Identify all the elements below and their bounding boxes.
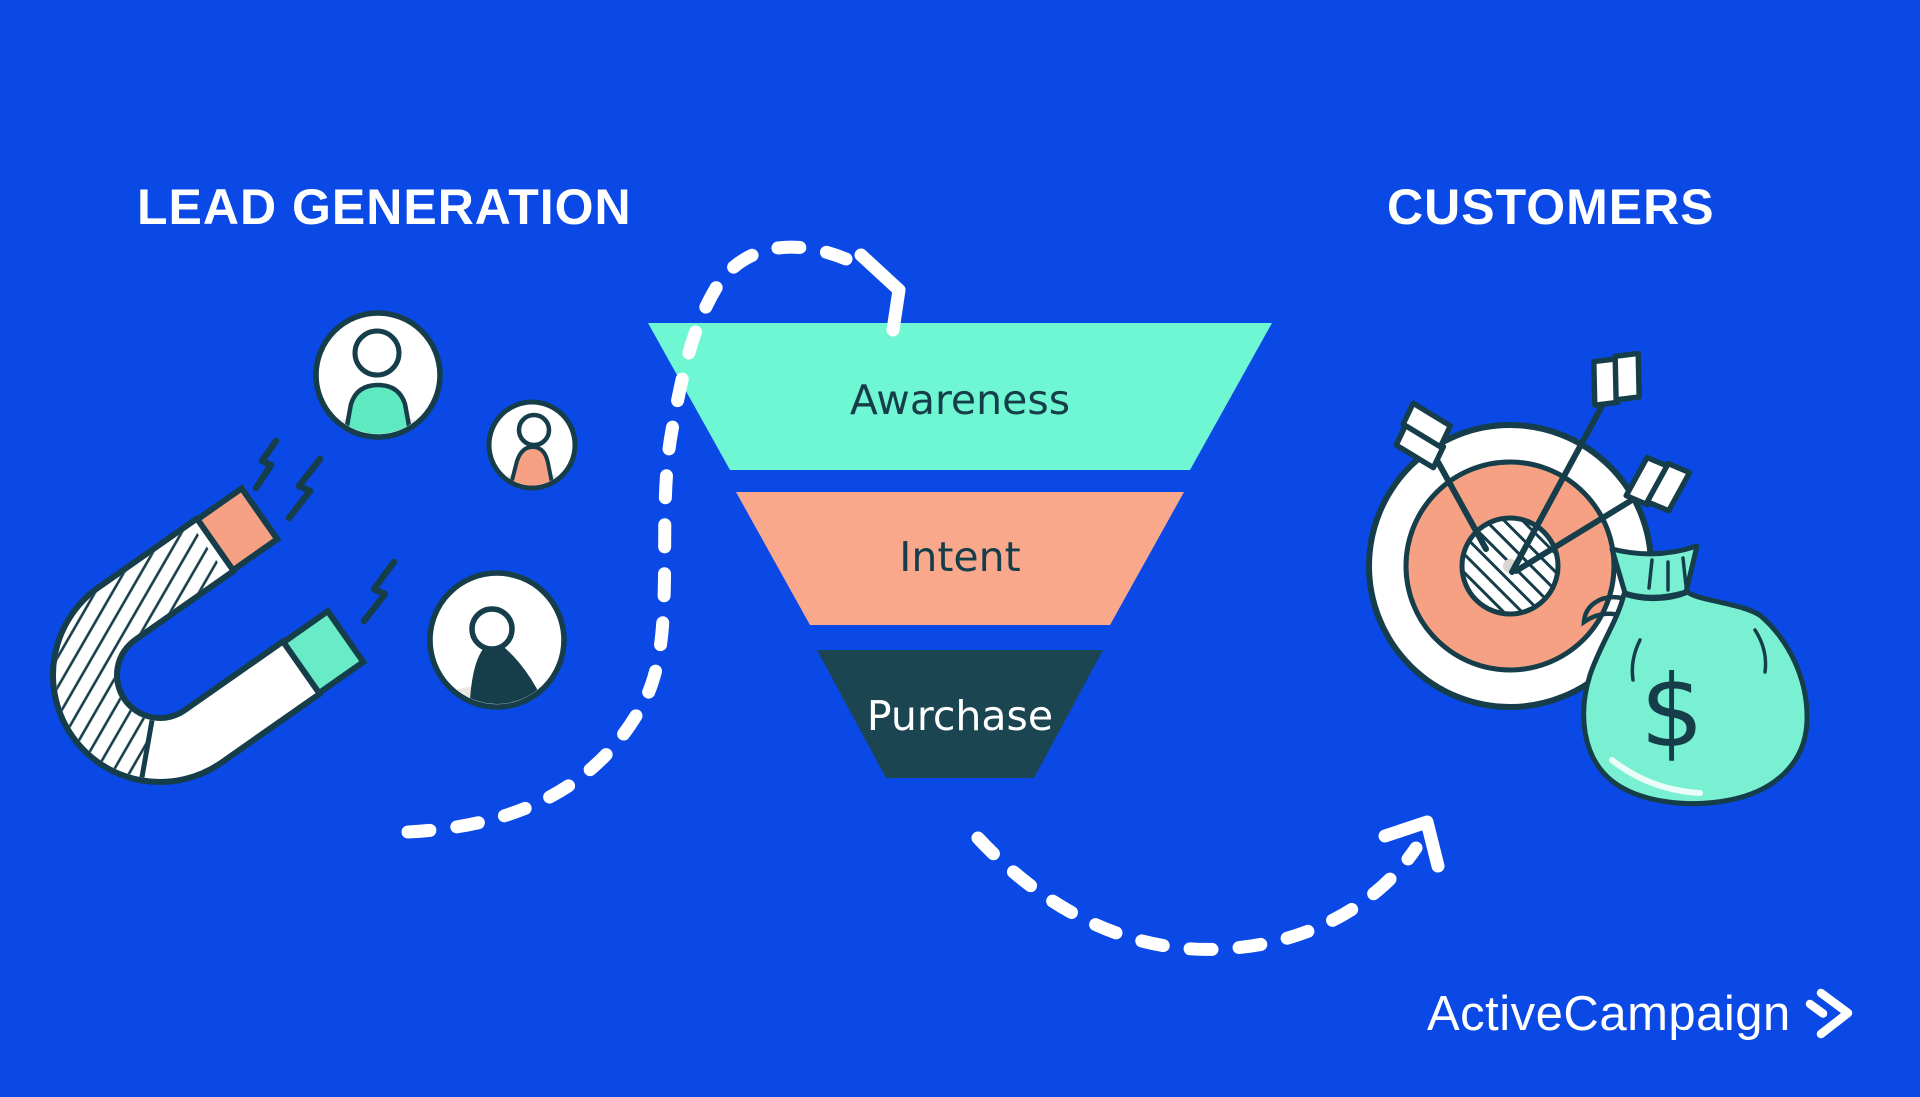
activecampaign-logo: ActiveCampaign: [1427, 986, 1857, 1042]
arrow-fletching-icon: [1576, 337, 1657, 422]
funnel-label-purchase: Purchase: [866, 692, 1054, 740]
funnel-label-intent: Intent: [899, 533, 1021, 581]
spark-bolt-icon: [360, 558, 398, 625]
spark-bolts: [252, 437, 398, 625]
dashed-arrow-to-customers: [971, 815, 1445, 956]
dashed-arrow-into-funnel: [401, 240, 906, 839]
arrow-dart-shaft: [1509, 403, 1605, 575]
activecampaign-chevron-icon: [1805, 988, 1853, 1039]
lead-generation-title: LEAD GENERATION: [137, 179, 632, 235]
funnel-label-awareness: Awareness: [849, 376, 1071, 424]
arrowhead-icon: [1378, 815, 1445, 873]
lead-avatar-dark: [427, 570, 567, 710]
magnet-icon: [50, 484, 368, 785]
funnel-stage-purchase: [817, 650, 1103, 778]
lead-avatar-large: [313, 310, 443, 440]
arrow-dart-shaft: [1435, 459, 1489, 552]
avatar-head: [516, 412, 552, 448]
activecampaign-logo-text: ActiveCampaign: [1427, 987, 1791, 1041]
arrowhead-icon: [854, 248, 906, 337]
magnet-tip-south: [279, 607, 368, 698]
target-icon: [1366, 337, 1701, 710]
magnet-tip-north: [193, 484, 282, 575]
lead-avatar-small: [486, 399, 578, 491]
spark-bolt-icon: [285, 455, 324, 522]
spark-bolt-icon: [252, 437, 280, 492]
avatar-head: [352, 328, 402, 378]
arrow-dart-shaft: [1513, 497, 1635, 574]
funnel-stage-intent: [736, 492, 1184, 625]
funnel-diagram: [648, 323, 1272, 778]
avatar-head: [469, 606, 515, 652]
funnel-stage-awareness: [648, 323, 1272, 470]
money-bag-icon: $: [1581, 543, 1810, 807]
customers-title: CUSTOMERS: [1387, 179, 1715, 235]
dollar-sign: $: [1640, 653, 1704, 770]
